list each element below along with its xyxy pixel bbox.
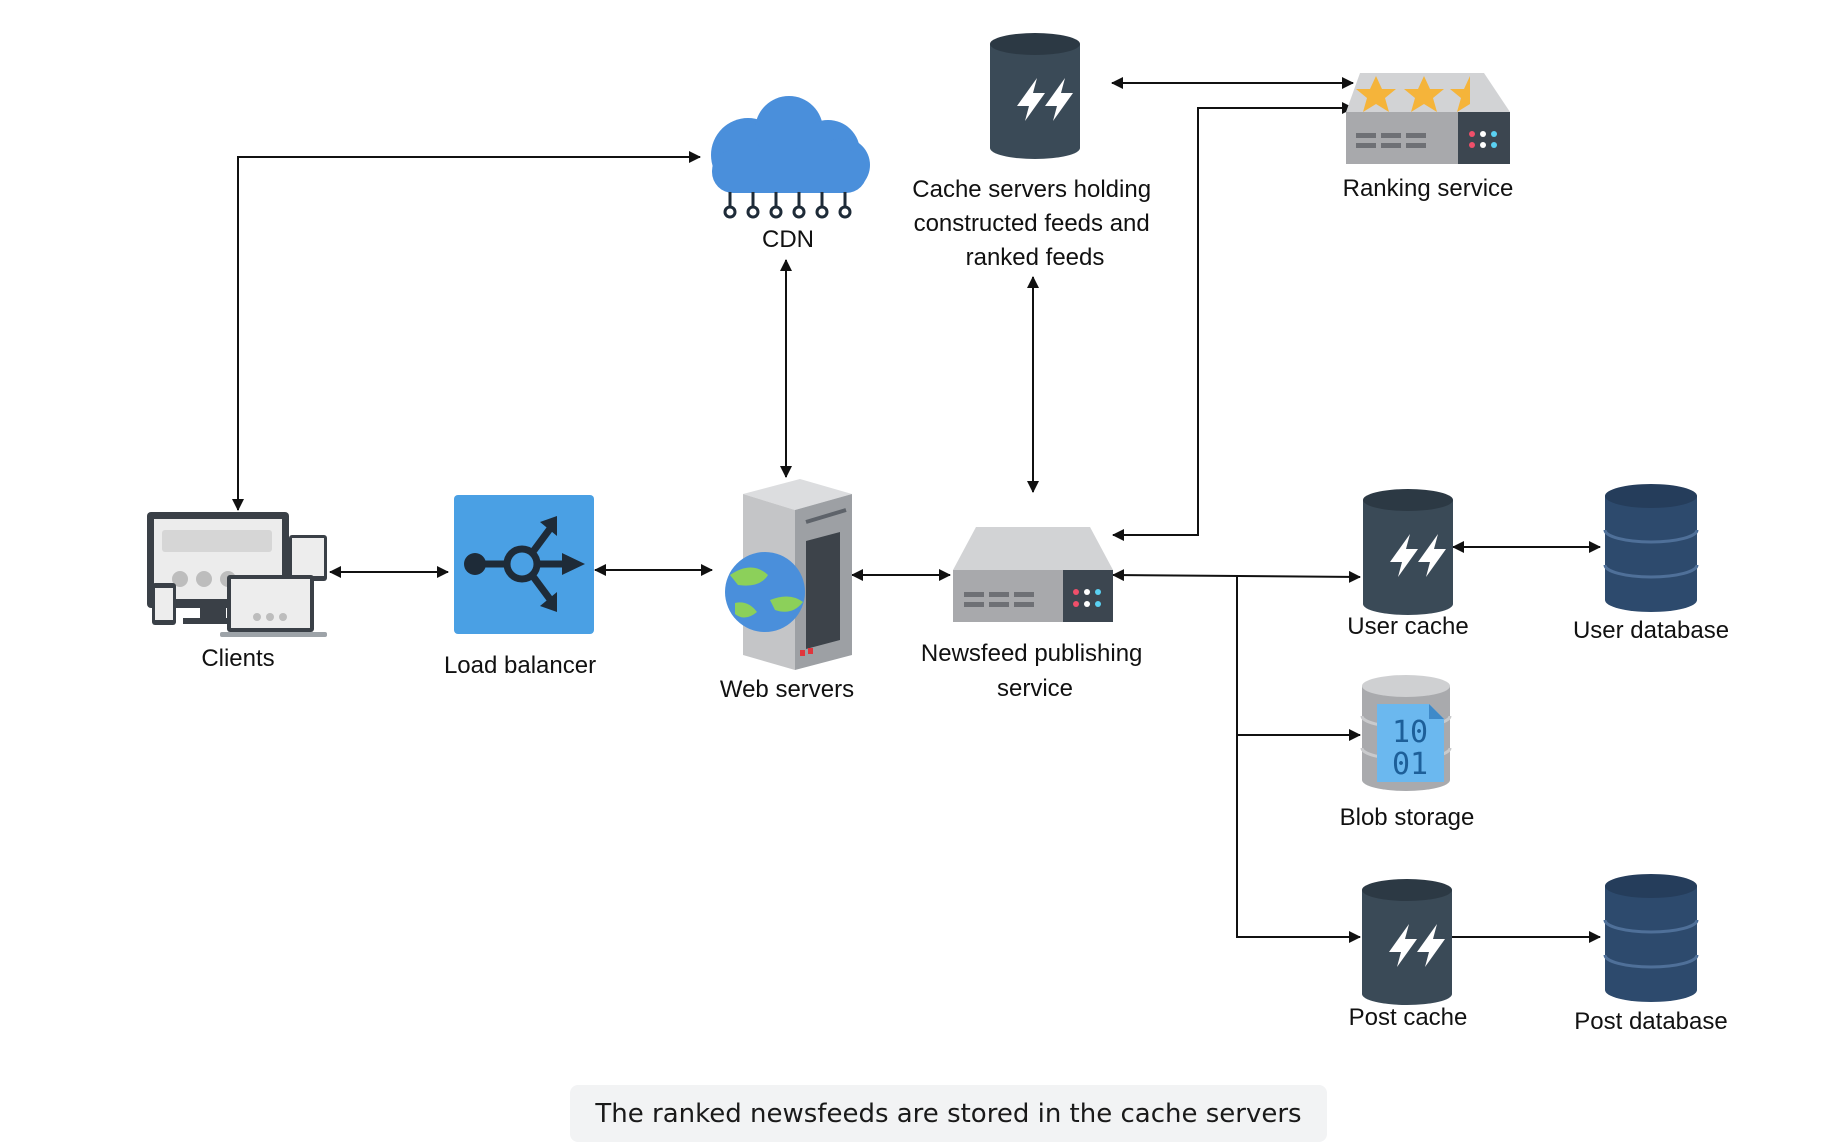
clients-devices-icon — [147, 512, 327, 637]
post-database-icon — [1603, 872, 1699, 1004]
star-icon — [1404, 76, 1444, 112]
cache-servers-label-line-1: Cache servers holding — [912, 176, 1151, 203]
ranking-service-label: Ranking service — [1343, 175, 1514, 202]
blob-storage-icon: 10 01 — [1360, 675, 1452, 791]
newsfeed-service-label-line-2: service — [997, 675, 1073, 702]
newsfeed-service-label: Newsfeed publishing service — [921, 640, 1149, 702]
blob-storage-label: Blob storage — [1340, 804, 1475, 831]
user-cache-icon — [1363, 489, 1453, 615]
caption-text: The ranked newsfeeds are stored in the c… — [595, 1098, 1302, 1129]
edge-trunk-postcache — [1236, 735, 1361, 943]
blob-bits-top: 10 — [1392, 715, 1428, 750]
edge-clients-cdn — [232, 151, 701, 511]
cache-servers-label-line-3: ranked feeds — [966, 244, 1105, 271]
cdn-cloud-icon — [711, 96, 870, 219]
load-balancer-label: Load balancer — [444, 652, 596, 679]
cache-servers-label-line-2: constructed feeds and — [914, 210, 1150, 237]
cache-servers-label: Cache servers holding constructed feeds … — [912, 176, 1157, 271]
clients-label: Clients — [201, 645, 274, 672]
edge-trunk-blob — [1236, 576, 1361, 741]
web-servers-label: Web servers — [720, 676, 854, 703]
newsfeed-service-icon — [953, 527, 1113, 622]
caption-box: The ranked newsfeeds are stored in the c… — [570, 1085, 1327, 1142]
web-servers-icon — [725, 479, 852, 670]
user-database-label: User database — [1573, 617, 1729, 644]
cdn-label: CDN — [762, 226, 814, 253]
post-cache-icon — [1362, 879, 1452, 1005]
load-balancer-icon — [454, 495, 594, 634]
post-cache-label: Post cache — [1349, 1004, 1468, 1031]
edge-newsfeed-ranking — [1112, 102, 1354, 541]
connectors — [232, 77, 1601, 943]
cache-servers-icon — [990, 33, 1080, 159]
blob-bits-bottom: 01 — [1392, 747, 1428, 782]
newsfeed-service-label-line-1: Newsfeed publishing — [921, 640, 1142, 667]
post-database-label: Post database — [1574, 1008, 1727, 1035]
ranking-service-icon — [1346, 73, 1510, 164]
star-icon — [1356, 76, 1396, 112]
half-star-icon — [1450, 76, 1470, 112]
user-cache-label: User cache — [1347, 613, 1468, 640]
user-database-icon — [1603, 482, 1699, 614]
